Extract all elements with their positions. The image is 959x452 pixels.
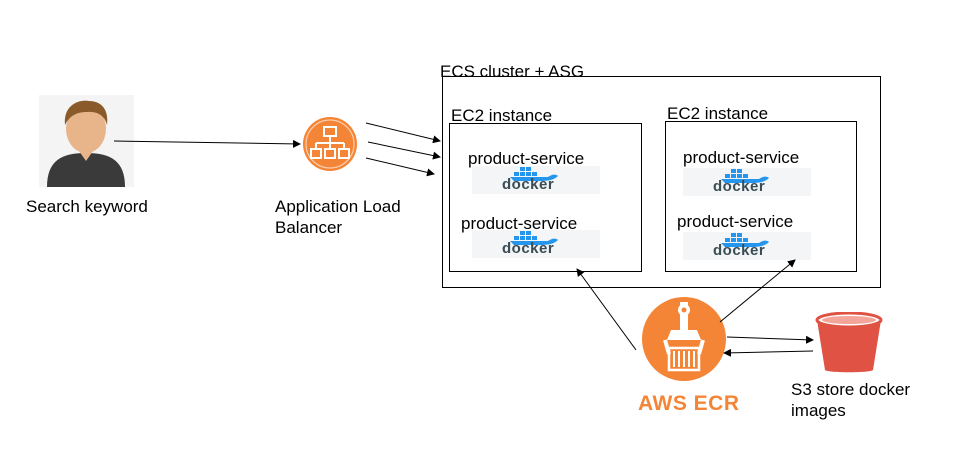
docker-wordmark: docker — [502, 240, 555, 257]
s3-label-line2: images — [791, 401, 846, 420]
docker-wordmark: docker — [713, 178, 766, 195]
docker-wordmark: docker — [713, 242, 766, 259]
docker-wordmark: docker — [502, 176, 555, 193]
alb-label-line2: Balancer — [275, 218, 343, 237]
ecr-to-instance1-arrow — [576, 268, 637, 351]
docker-logo: docker — [472, 166, 600, 194]
product-service-label: product-service — [683, 148, 800, 167]
ecr-to-instance2-arrow — [719, 259, 796, 323]
alb-to-cluster-arrow — [365, 122, 441, 144]
load-balancer-icon — [302, 116, 358, 172]
ec2-instance-title: EC2 instance — [451, 106, 553, 125]
ecr-robot-arm-icon — [641, 296, 727, 382]
alb-label-line1: Application Load — [275, 197, 401, 216]
s3-to-ecr-arrow — [723, 348, 814, 357]
product-service-label: product-service — [677, 212, 794, 231]
user-to-alb-arrow — [113, 139, 301, 148]
s3-bucket-icon — [815, 311, 883, 374]
docker-logo: docker — [683, 232, 811, 260]
alb-to-cluster-arrow — [367, 141, 441, 160]
alb-to-cluster-arrow — [365, 157, 435, 177]
s3-label-line1: S3 store docker — [791, 380, 911, 399]
ec2-instance-box — [449, 123, 642, 272]
user-label: Search keyword — [26, 197, 148, 216]
product-service-label: product-service — [468, 149, 585, 168]
ecs-cluster-title: ECS cluster + ASG — [440, 62, 585, 81]
docker-logo: docker — [472, 230, 600, 258]
ec2-instance-title: EC2 instance — [667, 104, 769, 123]
ecs-cluster-box — [442, 76, 881, 288]
docker-logo: docker — [683, 168, 811, 196]
ecr-to-s3-arrow — [726, 335, 814, 344]
product-service-label: product-service — [461, 214, 578, 233]
ec2-instance-box — [665, 121, 857, 272]
ecr-label: AWS ECR — [638, 392, 740, 415]
